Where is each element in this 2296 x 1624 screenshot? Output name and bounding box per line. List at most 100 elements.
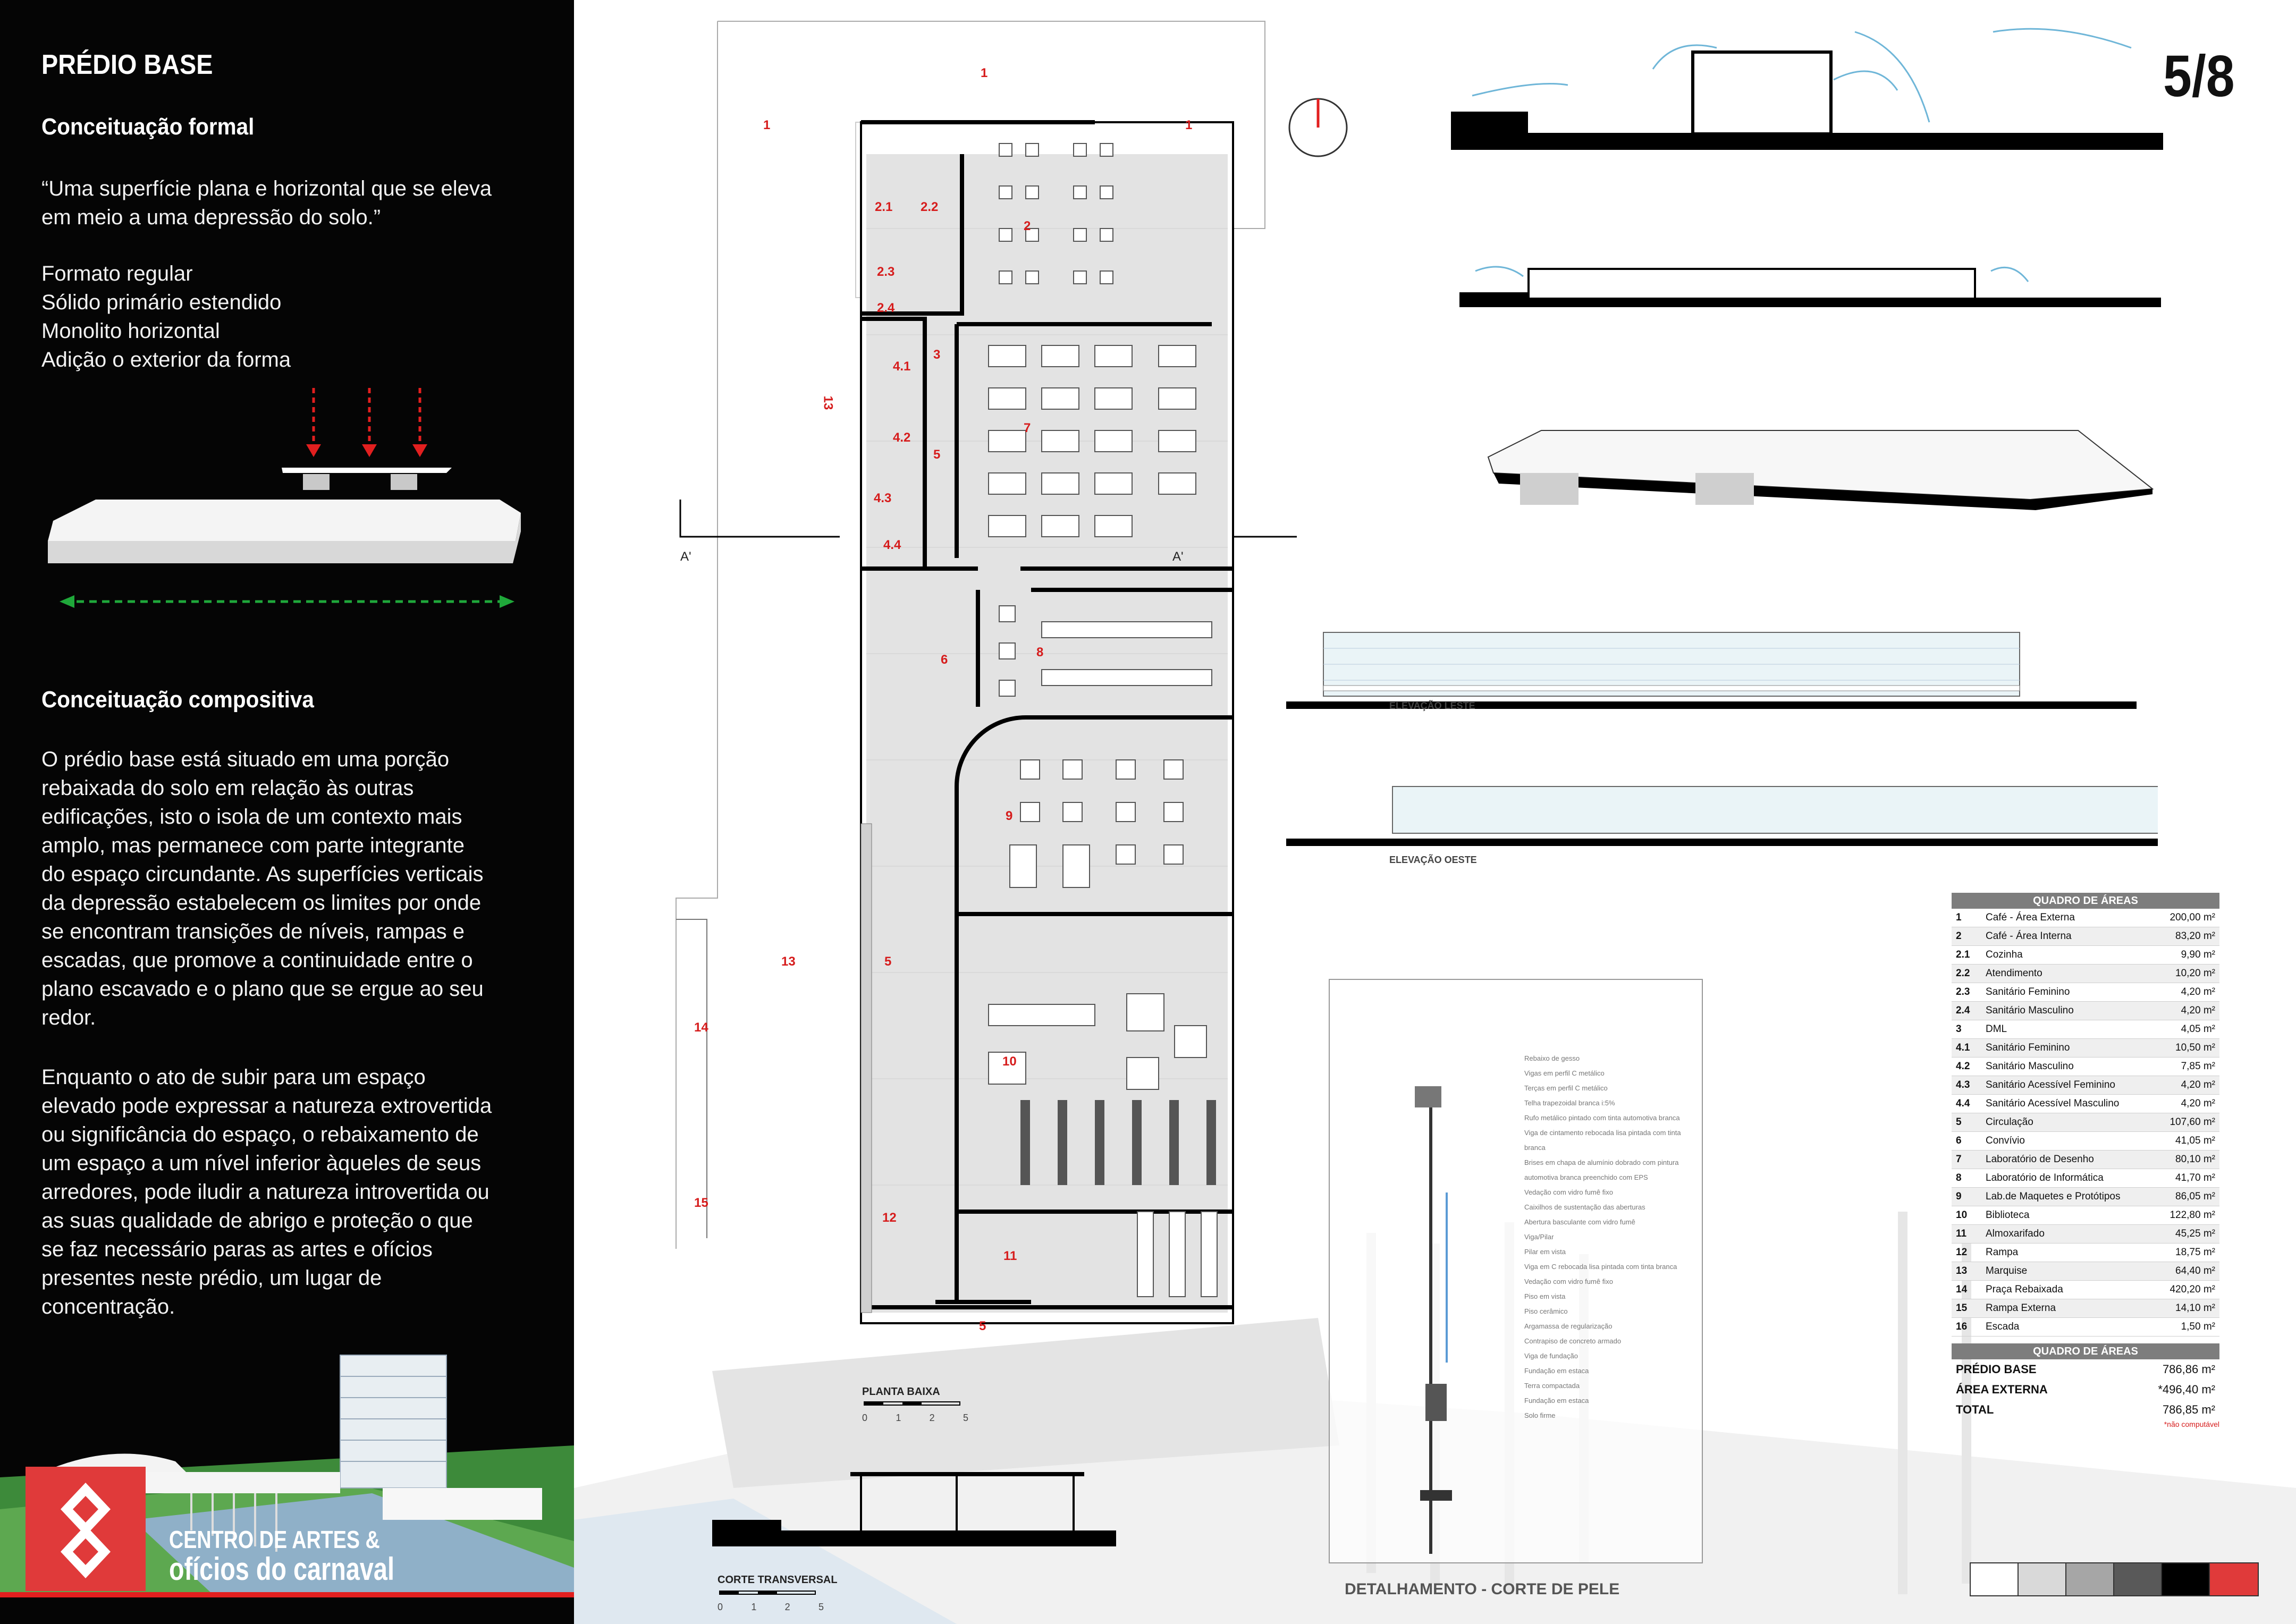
detail-note: Vedação com vidro fumê fixo xyxy=(1524,1278,1613,1285)
floor-plan-drawing xyxy=(676,21,1297,1324)
detail-caption: DETALHAMENTO - CORTE DE PELE xyxy=(1345,1580,1620,1598)
room-label: 4.3 xyxy=(874,491,892,505)
area-number: 4.4 xyxy=(1956,1098,1970,1109)
room-label: 4.4 xyxy=(883,538,901,552)
area-name: Café - Área Externa xyxy=(1986,912,2075,923)
table-row: 8 Laboratório de Informática 41,70 m² xyxy=(1952,1169,2219,1188)
detail-note: Terra compactada xyxy=(1524,1382,1580,1390)
area-name: Marquise xyxy=(1986,1265,2028,1276)
area-name: Laboratório de Informática xyxy=(1986,1172,2104,1183)
area-name: Escada xyxy=(1986,1321,2020,1332)
summary-label: TOTAL xyxy=(1956,1403,1994,1416)
area-number: 2.4 xyxy=(1956,1005,1970,1016)
scale-tick: 1 xyxy=(751,1602,757,1612)
area-value: 64,40 m² xyxy=(2175,1265,2215,1276)
compositional-paragraph-2: Enquanto o ato de subir para um espaço e… xyxy=(41,1065,492,1318)
detail-note: Fundação em estaca xyxy=(1524,1367,1589,1375)
area-number: 1 xyxy=(1956,912,1962,923)
left-panel: PRÉDIO BASE Conceituação formal “Uma sup… xyxy=(0,0,574,1624)
area-value: 4,20 m² xyxy=(2181,1005,2215,1016)
area-number: 16 xyxy=(1956,1321,1968,1332)
summary-value: 786,86 m² xyxy=(2162,1363,2215,1376)
area-value: 80,10 m² xyxy=(2175,1154,2215,1165)
area-value: 45,25 m² xyxy=(2175,1228,2215,1239)
area-name: Sanitário Feminino xyxy=(1986,986,2070,997)
area-name: Rampa Externa xyxy=(1986,1302,2056,1314)
area-number: 2.1 xyxy=(1956,949,1970,960)
west-elevation-drawing xyxy=(1286,786,2158,846)
room-label: 1 xyxy=(981,66,988,80)
area-value: 18,75 m² xyxy=(2175,1247,2215,1258)
formal-features: Formato regular Sólido primário estendid… xyxy=(41,262,291,371)
area-number: 6 xyxy=(1956,1135,1962,1146)
detail-note: Pilar em vista xyxy=(1524,1248,1566,1256)
area-number: 13 xyxy=(1956,1265,1968,1276)
room-label: 1 xyxy=(1185,118,1193,132)
area-value: 4,20 m² xyxy=(2181,986,2215,997)
area-name: Praça Rebaixada xyxy=(1986,1284,2063,1295)
room-label: 4.2 xyxy=(893,430,911,445)
scale-tick: 2 xyxy=(929,1412,935,1423)
room-label: 6 xyxy=(941,653,948,667)
detail-note: Rebaixo de gesso xyxy=(1524,1054,1580,1062)
summary-label: PRÉDIO BASE xyxy=(1956,1363,2037,1376)
area-value: 41,05 m² xyxy=(2175,1135,2215,1146)
area-number: 11 xyxy=(1956,1228,1967,1239)
color-swatch xyxy=(2018,1562,2067,1596)
area-number: 12 xyxy=(1956,1247,1968,1258)
area-value: 4,05 m² xyxy=(2181,1024,2215,1035)
color-swatch xyxy=(2113,1562,2163,1596)
logo-title-line-2: ofícios do carnaval xyxy=(169,1551,394,1587)
area-number: 8 xyxy=(1956,1172,1962,1183)
room-label: 3 xyxy=(933,348,941,362)
room-label: 7 xyxy=(1024,421,1031,435)
table-row: 2.4 Sanitário Masculino 4,20 m² xyxy=(1952,1002,2219,1020)
detail-note: Fundação em estaca xyxy=(1524,1397,1589,1405)
area-number: 5 xyxy=(1956,1116,1962,1128)
logo-icon xyxy=(26,1467,146,1591)
volume-3d-drawing xyxy=(1487,430,2154,510)
area-value: 4,20 m² xyxy=(2181,1079,2215,1090)
area-value: 10,50 m² xyxy=(2175,1042,2215,1053)
east-elevation-caption: ELEVAÇÃO LESTE xyxy=(1389,700,1475,711)
areas-summary: QUADRO DE ÁREAS PRÉDIO BASE 786,86 m² ÁR… xyxy=(1952,1343,2219,1428)
area-number: 2.2 xyxy=(1956,968,1970,979)
room-label: 5 xyxy=(933,447,941,462)
area-name: Sanitário Feminino xyxy=(1986,1042,2070,1053)
area-name: Lab.de Maquetes e Protótipos xyxy=(1986,1191,2121,1202)
section-caption: CORTE TRANSVERSAL xyxy=(718,1574,838,1586)
area-name: Cozinha xyxy=(1986,949,2023,960)
scale-tick: 1 xyxy=(896,1412,901,1423)
area-number: 14 xyxy=(1956,1284,1968,1295)
section-mark-right: A' xyxy=(1172,549,1184,564)
area-number: 4.2 xyxy=(1956,1061,1970,1072)
color-swatch xyxy=(2161,1562,2211,1596)
area-value: 41,70 m² xyxy=(2175,1172,2215,1183)
detail-note: Viga de cintamento rebocada lisa pintada… xyxy=(1524,1129,1681,1152)
section-scale-bar xyxy=(719,1591,816,1595)
table-row: 13 Marquise 64,40 m² xyxy=(1952,1262,2219,1281)
area-name: Almoxarifado xyxy=(1986,1228,2045,1239)
detail-note: Terças em perfil C metálico xyxy=(1524,1084,1608,1092)
area-value: 420,20 m² xyxy=(2170,1284,2215,1295)
west-elevation-caption: ELEVAÇÃO OESTE xyxy=(1389,855,1477,865)
massing-diagram xyxy=(48,388,521,608)
compositional-paragraph-1: O prédio base está situado em uma porção… xyxy=(41,748,484,1029)
area-value: 86,05 m² xyxy=(2175,1191,2215,1202)
room-label: 2.4 xyxy=(877,301,895,315)
room-label: 13 xyxy=(821,395,835,410)
detail-section-box: Rebaixo de gesso Vigas em perfil C metál… xyxy=(1329,979,1703,1563)
page-number: 5/8 xyxy=(2163,44,2235,109)
area-name: Sanitário Acessível Masculino xyxy=(1986,1098,2120,1109)
summary-row: TOTAL 786,85 m² xyxy=(1952,1400,2219,1420)
room-label: 12 xyxy=(882,1211,897,1225)
color-swatch xyxy=(1970,1562,2020,1596)
area-name: Sanitário Masculino xyxy=(1986,1005,2074,1016)
